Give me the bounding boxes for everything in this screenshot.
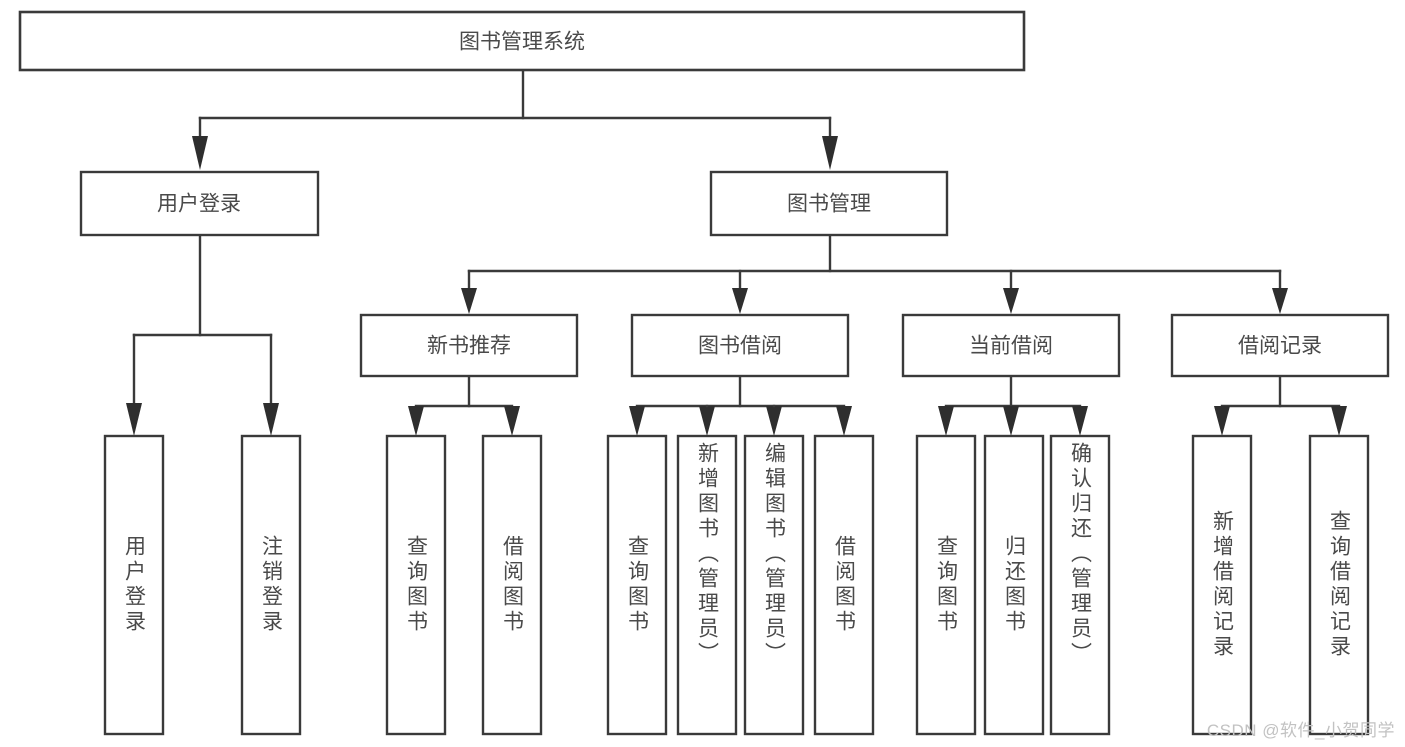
node-root-system[interactable]	[18, 10, 1026, 72]
arrow-head-leaf-user-login-2	[263, 403, 279, 436]
node-leaf-borrow-record-2[interactable]	[1308, 434, 1370, 736]
arrow-head-current-borrow	[1003, 288, 1019, 314]
arrow-head-leaf-book-borrow-4	[836, 406, 852, 436]
node-current-borrow[interactable]	[901, 313, 1121, 378]
arrow-head-leaf-user-login-1	[126, 403, 142, 436]
node-borrow-record[interactable]	[1170, 313, 1390, 378]
arrow-head-leaf-borrow-record-1	[1214, 406, 1230, 436]
arrow-head-user-login	[192, 136, 208, 170]
connector-group-borrow-record	[1214, 374, 1347, 436]
node-leaf-borrow-record-1[interactable]	[1191, 434, 1253, 736]
arrow-head-leaf-book-borrow-3	[766, 406, 782, 436]
connector-group-user-login	[126, 233, 279, 436]
arrow-head-book-borrow	[732, 288, 748, 314]
arrow-head-leaf-current-borrow-1	[938, 406, 954, 436]
arrow-head-leaf-new-book-1	[408, 406, 424, 436]
node-new-book-recommend[interactable]	[359, 313, 579, 378]
arrow-head-leaf-current-borrow-2	[1003, 406, 1019, 436]
node-leaf-current-borrow-3[interactable]	[1049, 434, 1111, 736]
arrow-head-borrow-record	[1272, 288, 1288, 314]
arrow-head-book-manage	[822, 136, 838, 170]
watermark-text: CSDN @软件_小贺同学	[1206, 721, 1395, 740]
node-leaf-book-borrow-1[interactable]	[606, 434, 668, 736]
node-leaf-current-borrow-2[interactable]	[983, 434, 1045, 736]
connector-group-book-borrow	[629, 374, 852, 436]
node-book-borrow[interactable]	[630, 313, 850, 378]
node-leaf-new-book-1[interactable]	[385, 434, 447, 736]
node-current-borrow-label: 当前借阅	[969, 335, 1053, 358]
node-book-borrow-label: 图书借阅	[698, 335, 782, 358]
node-user-login[interactable]	[79, 170, 320, 237]
node-leaf-user-login-1[interactable]	[103, 434, 165, 736]
arrow-head-new-book	[461, 288, 477, 314]
arrow-head-leaf-borrow-record-2	[1331, 406, 1347, 436]
node-book-manage-label: 图书管理	[787, 193, 871, 216]
arrow-head-leaf-current-borrow-3	[1072, 406, 1088, 436]
node-root-system-label: 图书管理系统	[459, 31, 585, 54]
node-leaf-current-borrow-1[interactable]	[915, 434, 977, 736]
connector-group-root	[192, 68, 838, 170]
node-leaf-user-login-2[interactable]	[240, 434, 302, 736]
node-leaf-book-borrow-3[interactable]	[743, 434, 805, 736]
arrow-head-leaf-new-book-2	[504, 406, 520, 436]
arrow-head-leaf-book-borrow-2	[699, 406, 715, 436]
node-leaf-book-borrow-2[interactable]	[676, 434, 738, 736]
node-new-book-recommend-label: 新书推荐	[427, 335, 511, 358]
node-user-login-label: 用户登录	[157, 193, 241, 216]
arrow-head-leaf-book-borrow-1	[629, 406, 645, 436]
connector-group-current-borrow	[938, 374, 1088, 436]
node-book-manage[interactable]	[709, 170, 949, 237]
node-leaf-book-borrow-4[interactable]	[813, 434, 875, 736]
node-leaf-new-book-2[interactable]	[481, 434, 543, 736]
connector-group-new-book	[408, 374, 520, 436]
node-borrow-record-label: 借阅记录	[1238, 335, 1322, 358]
connector-group-book-manage	[461, 233, 1288, 314]
